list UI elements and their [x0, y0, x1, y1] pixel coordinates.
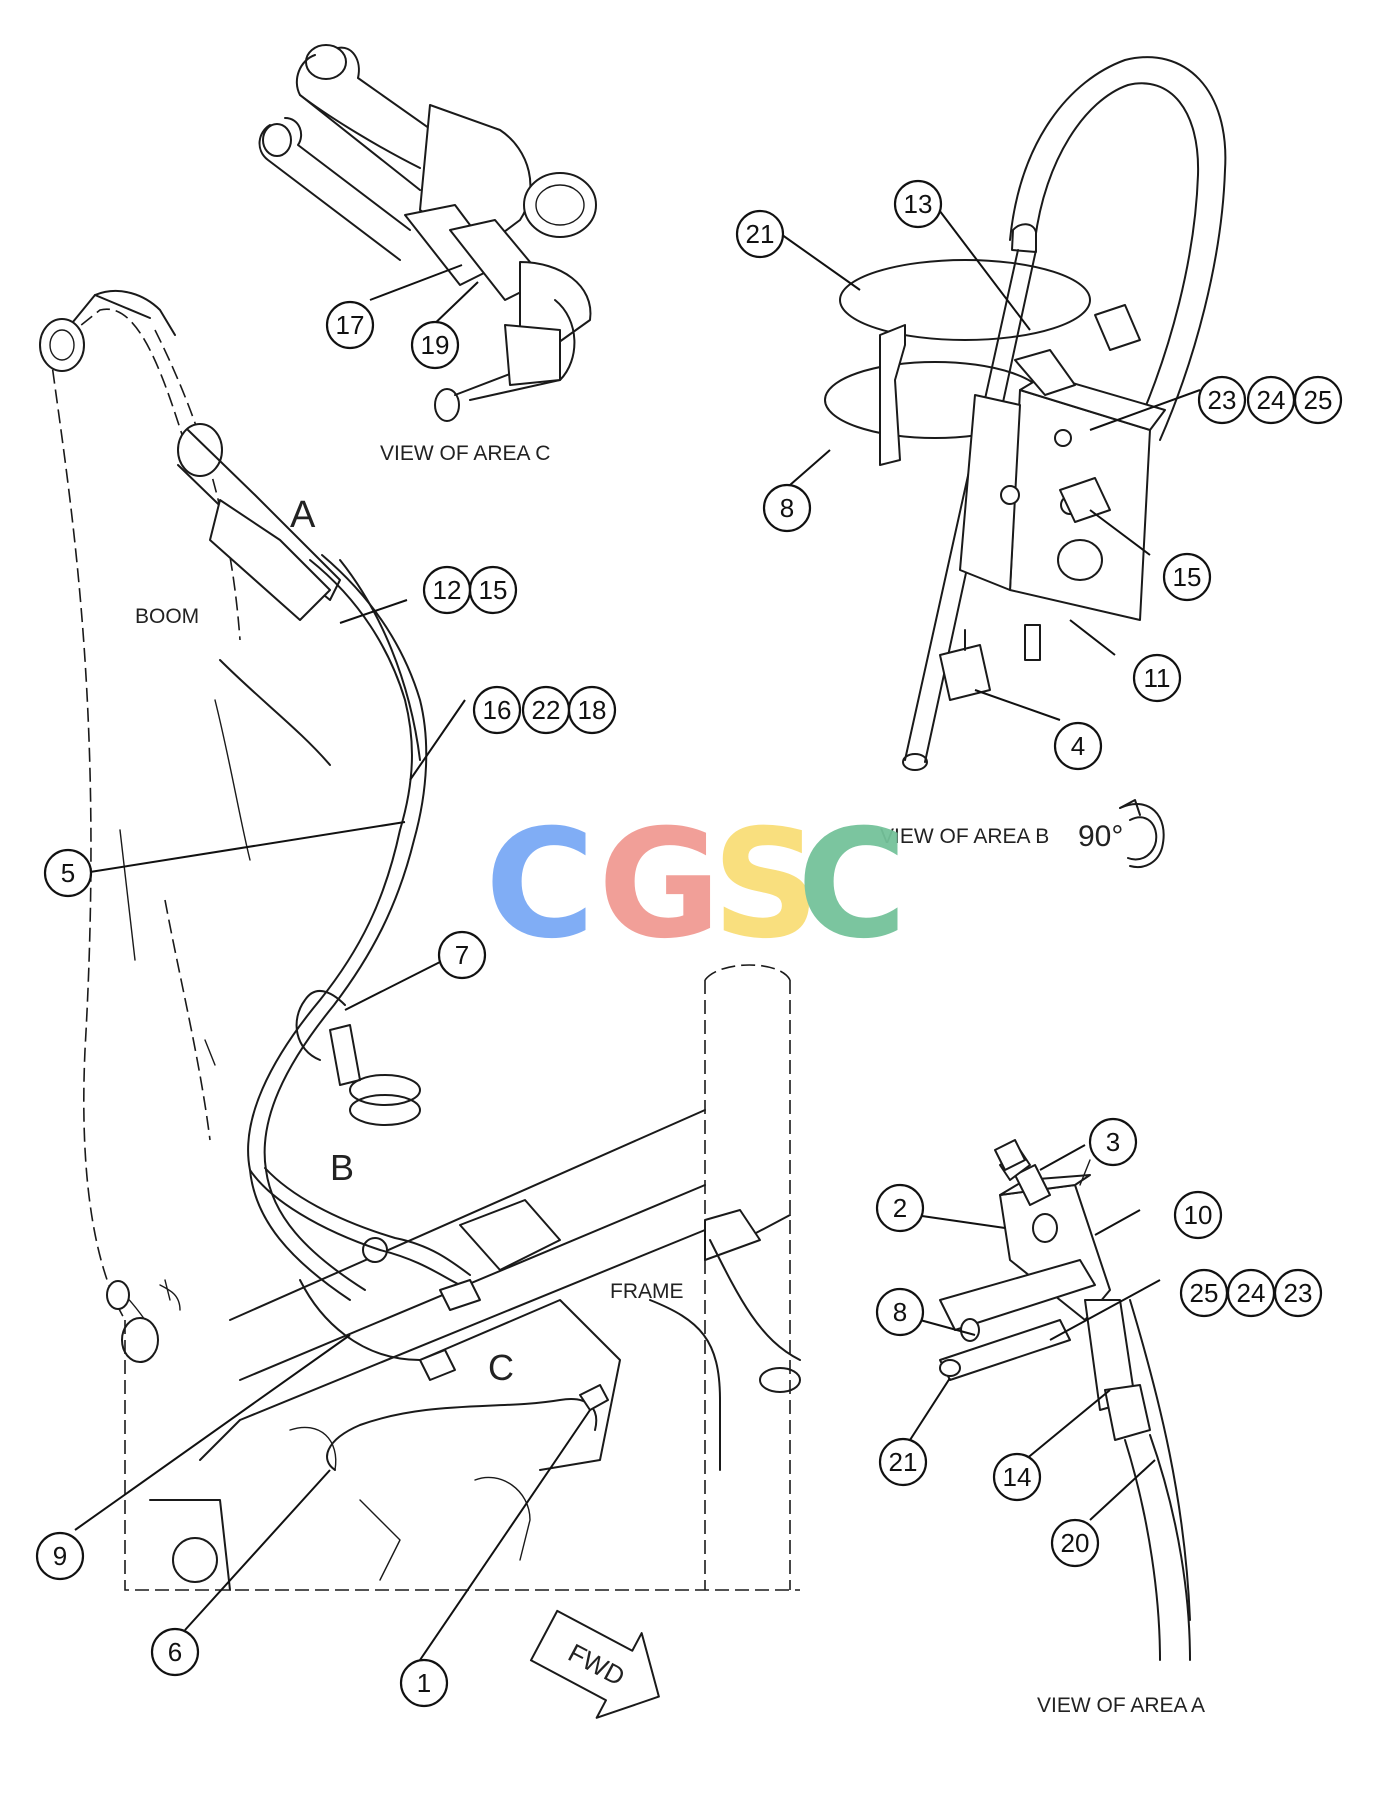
callout-bubbles: 17 19 21 13 8 23 24 25 15 11 4 12 15 16 …	[35, 179, 1343, 1708]
callout-16: 16	[472, 685, 522, 735]
callout-9: 9	[35, 1531, 85, 1581]
rotation-arrow-icon	[1119, 799, 1165, 868]
callout-8b: 8	[875, 1287, 925, 1337]
callout-21: 21	[735, 209, 785, 259]
svg-text:9: 9	[53, 1541, 67, 1571]
svg-text:20: 20	[1061, 1528, 1090, 1558]
view-area-c-label: VIEW OF AREA C	[380, 442, 550, 465]
view-area-a-drawing	[939, 1139, 1191, 1661]
svg-text:8: 8	[780, 493, 794, 523]
callout-14: 14	[992, 1452, 1042, 1502]
callout-10: 10	[1173, 1190, 1223, 1240]
svg-text:21: 21	[746, 219, 775, 249]
text-labels: VIEW OF AREA C VIEW OF AREA B 90° VIEW O…	[135, 442, 1205, 1717]
svg-text:22: 22	[532, 695, 561, 725]
svg-text:16: 16	[483, 695, 512, 725]
svg-text:14: 14	[1003, 1462, 1032, 1492]
watermark-letter-4: C	[797, 798, 907, 972]
svg-text:24: 24	[1257, 385, 1286, 415]
callout-5: 5	[43, 848, 93, 898]
callout-4: 4	[1053, 721, 1103, 771]
forward-arrow-icon: FWD	[529, 1609, 660, 1719]
svg-text:25: 25	[1190, 1278, 1219, 1308]
callout-15b: 15	[468, 565, 518, 615]
svg-text:3: 3	[1106, 1127, 1120, 1157]
frame-drawing	[124, 964, 801, 1591]
callout-17: 17	[325, 300, 375, 350]
callout-23: 23	[1197, 375, 1247, 425]
callout-11: 11	[1132, 653, 1182, 703]
callout-23b: 23	[1273, 1268, 1323, 1318]
cgsc-watermark: C G S C	[485, 798, 907, 972]
svg-text:23: 23	[1208, 385, 1237, 415]
watermark-letter-3: S	[712, 798, 820, 972]
callout-15: 15	[1162, 552, 1212, 602]
area-c-marker: C	[488, 1347, 514, 1388]
svg-text:6: 6	[168, 1637, 182, 1667]
callout-2: 2	[875, 1183, 925, 1233]
svg-text:1: 1	[417, 1668, 431, 1698]
svg-text:7: 7	[455, 940, 469, 970]
svg-text:10: 10	[1184, 1200, 1213, 1230]
rotation-label: 90°	[1078, 820, 1123, 853]
svg-text:21: 21	[889, 1447, 918, 1477]
leader-lines	[74, 201, 1201, 1661]
svg-text:15: 15	[1173, 562, 1202, 592]
hose-routing	[247, 554, 609, 1471]
callout-1: 1	[399, 1658, 449, 1708]
view-area-c-drawing	[258, 44, 597, 422]
svg-text:12: 12	[433, 575, 462, 605]
callout-25b: 25	[1179, 1268, 1229, 1318]
svg-text:15: 15	[479, 575, 508, 605]
callout-7: 7	[437, 930, 487, 980]
view-area-b-label: VIEW OF AREA B	[880, 825, 1049, 848]
callout-21b: 21	[878, 1437, 928, 1487]
svg-text:5: 5	[61, 858, 75, 888]
svg-text:4: 4	[1071, 731, 1085, 761]
callout-22: 22	[521, 685, 571, 735]
callout-24: 24	[1246, 375, 1296, 425]
svg-text:11: 11	[1144, 663, 1171, 693]
watermark-letter-2: G	[598, 798, 721, 972]
watermark-letter-1: C	[485, 798, 595, 972]
callout-20: 20	[1050, 1518, 1100, 1568]
frame-label: FRAME	[610, 1280, 684, 1303]
callout-13: 13	[893, 179, 943, 229]
svg-text:17: 17	[336, 310, 365, 340]
callout-12: 12	[422, 565, 472, 615]
svg-text:19: 19	[421, 330, 450, 360]
callout-6: 6	[150, 1627, 200, 1677]
callout-24b: 24	[1226, 1268, 1276, 1318]
svg-text:25: 25	[1304, 385, 1333, 415]
callout-19: 19	[410, 320, 460, 370]
callout-25: 25	[1293, 375, 1343, 425]
svg-text:23: 23	[1284, 1278, 1313, 1308]
callout-8: 8	[762, 483, 812, 533]
area-b-marker: B	[330, 1147, 354, 1188]
callout-3: 3	[1088, 1117, 1138, 1167]
svg-text:24: 24	[1237, 1278, 1266, 1308]
svg-text:2: 2	[893, 1193, 907, 1223]
boom-label: BOOM	[135, 605, 199, 628]
svg-text:13: 13	[904, 189, 933, 219]
area-a-marker: A	[290, 494, 316, 536]
callout-18: 18	[567, 685, 617, 735]
boom-drawing	[39, 290, 341, 1363]
svg-text:18: 18	[578, 695, 607, 725]
view-area-a-label: VIEW OF AREA A	[1037, 1694, 1205, 1717]
svg-text:8: 8	[893, 1297, 907, 1327]
